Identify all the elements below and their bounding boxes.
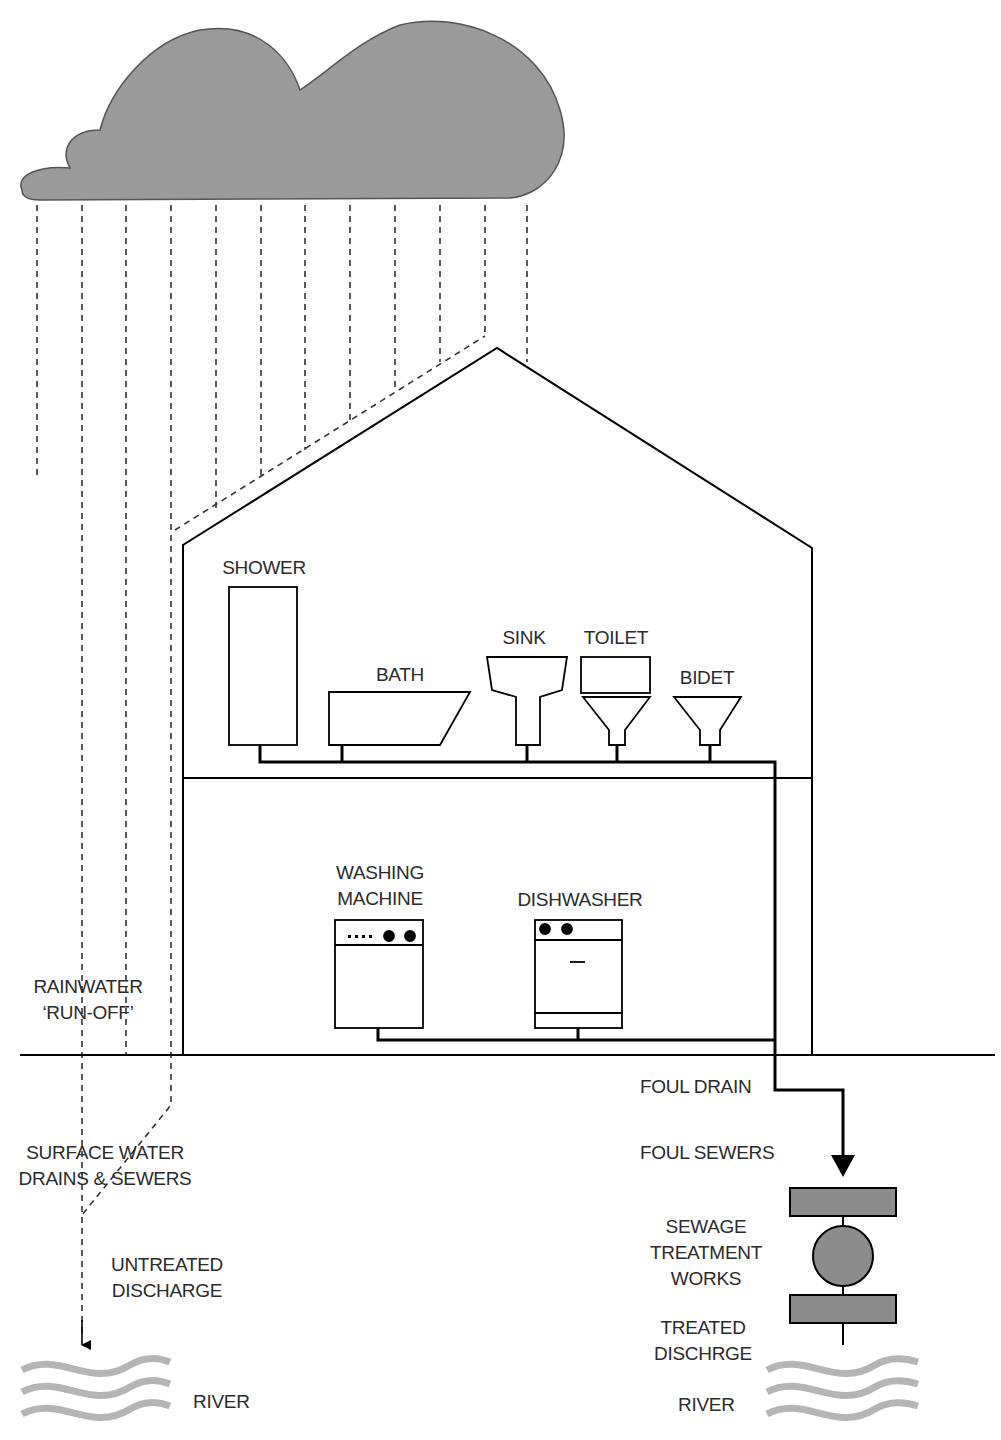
fixture-label: BIDET (663, 665, 751, 691)
fixture-node: TOILET (570, 625, 662, 747)
fixture-node: BIDET (663, 665, 751, 747)
drainage-label: TREATED DISCHRGE (638, 1315, 768, 1367)
sewer-arrowhead (831, 1155, 855, 1177)
drainage-label: FOUL DRAIN (640, 1074, 751, 1100)
foul-pipes (260, 745, 843, 1160)
fixture-label: BATH (320, 662, 480, 688)
fixture-node: SHOWER (205, 555, 323, 747)
drainage-label: SURFACE WATER DRAINS & SEWERS (5, 1140, 205, 1192)
fixture-label: DISHWASHER (500, 887, 660, 913)
cloud (21, 21, 564, 200)
fixture-label: WASHING MACHINE (305, 860, 455, 912)
fixture-node: BATH (320, 662, 480, 747)
fixture-label: TOILET (570, 625, 662, 651)
washer-dots (348, 935, 372, 938)
fixture-label: SHOWER (205, 555, 323, 581)
drainage-label: SEWAGE TREATMENT WORKS (636, 1214, 776, 1292)
house-outline (20, 348, 995, 1055)
drainage-label: RAINWATER ‘RUN-OFF’ (13, 974, 163, 1026)
fixtures (229, 587, 741, 1028)
drainage-label: RIVER (193, 1389, 250, 1415)
fixture-node: SINK (478, 625, 570, 747)
drainage-label: UNTREATED DISCHARGE (92, 1252, 242, 1304)
drainage-label: FOUL SEWERS (640, 1140, 774, 1166)
treatment-works (790, 1188, 896, 1345)
fixture-label: SINK (478, 625, 570, 651)
river-waves (22, 1359, 918, 1418)
fixture-node: WASHING MACHINE (305, 860, 455, 1030)
fixture-node: DISHWASHER (500, 887, 660, 1030)
drainage-label: RIVER (678, 1392, 735, 1418)
discharge-arrow (81, 1320, 83, 1345)
